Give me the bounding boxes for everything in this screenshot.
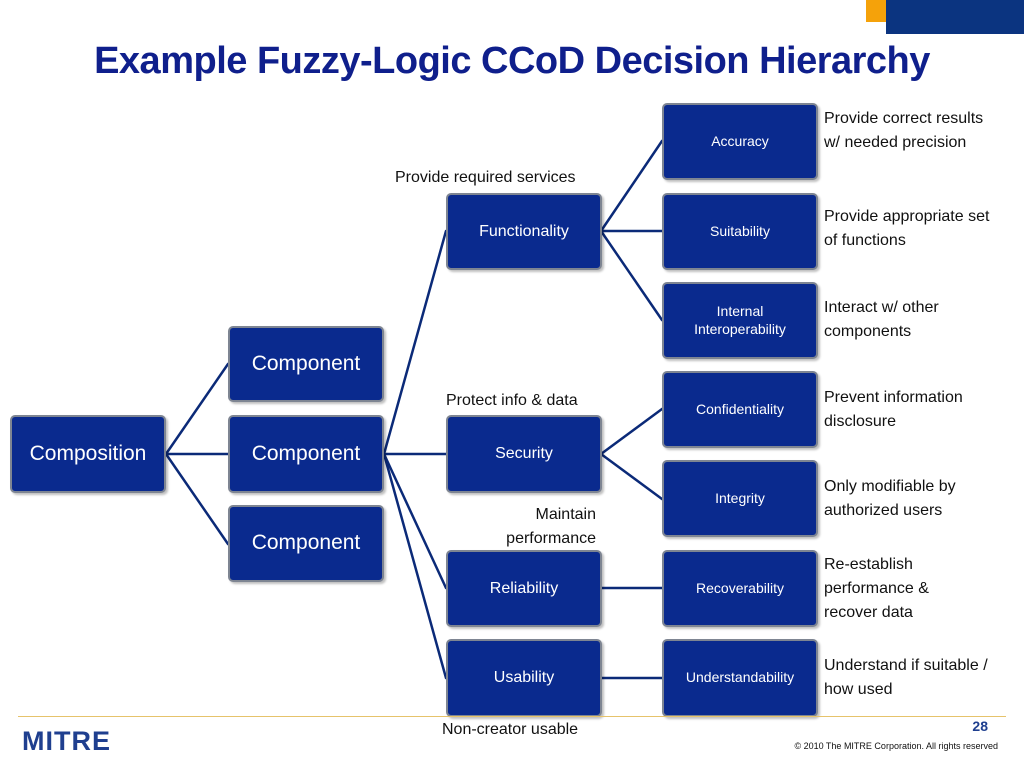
edge-security-integrity [599, 452, 664, 501]
node-label: Suitability [710, 222, 770, 239]
node-label: Component [251, 531, 361, 555]
node-component-1: Component [228, 326, 384, 402]
node-label: Component [251, 441, 361, 465]
node-label: Reliability [489, 579, 559, 597]
edge-composition-component-1 [164, 362, 230, 456]
description-suitability: Provide appropriate set of functions [824, 208, 990, 249]
corner-accent-blue [886, 0, 1024, 34]
node-label: Confidentiality [696, 400, 784, 417]
note-functionality: Provide required services [395, 169, 576, 186]
node-label: Integrity [715, 489, 765, 506]
edge-component-reliability [382, 452, 448, 590]
node-reliability: Reliability [446, 550, 602, 627]
edge-composition-component-3 [164, 452, 230, 546]
node-functionality: Functionality [446, 193, 602, 270]
edge-component-functionality [382, 229, 448, 456]
node-label: Component [251, 351, 361, 375]
node-internal-interoperability: Internal Interoperability [662, 282, 818, 359]
corner-accent-orange [866, 0, 886, 22]
description-understandability: Understand if suitable / how used [824, 657, 988, 698]
node-usability: Usability [446, 639, 602, 717]
node-label: Internal Interoperability [694, 303, 786, 337]
node-accuracy: Accuracy [662, 103, 818, 180]
node-label: Composition [29, 441, 147, 465]
note-usability: Non-creator usable [442, 721, 579, 738]
node-component-2: Component [228, 415, 384, 493]
node-composition: Composition [10, 415, 166, 493]
description-accuracy: Provide correct results w/ needed precis… [824, 110, 984, 151]
page-number: 28 [972, 718, 988, 734]
node-integrity: Integrity [662, 460, 818, 537]
node-label: Functionality [479, 222, 569, 240]
edge-functionality-accuracy [599, 139, 664, 233]
node-label: Accuracy [711, 132, 769, 149]
node-label: Usability [493, 669, 555, 686]
copyright-notice: © 2010 The MITRE Corporation. All rights… [794, 741, 998, 751]
node-confidentiality: Confidentiality [662, 371, 818, 448]
node-label: Understandability [685, 669, 795, 686]
footer-divider [18, 716, 1006, 717]
edge-component-usability [382, 452, 448, 680]
note-security: Protect info & data [446, 392, 578, 409]
node-recoverability: Recoverability [662, 550, 818, 627]
node-label: Security [495, 445, 553, 462]
node-label: Recoverability [696, 579, 784, 596]
node-suitability: Suitability [662, 193, 818, 270]
node-understandability: Understandability [662, 639, 818, 717]
node-component-3: Component [228, 505, 384, 582]
note-reliability: Maintain performance [506, 506, 596, 547]
description-integrity: Only modifiable by authorized users [824, 478, 956, 519]
edge-functionality-interoperability [599, 229, 664, 322]
edge-security-confidentiality [599, 407, 664, 456]
description-recoverability: Re-establish performance & recover data [824, 556, 929, 621]
node-security: Security [446, 415, 602, 493]
slide-title: Example Fuzzy-Logic CCoD Decision Hierar… [94, 40, 930, 82]
mitre-logo: MITRE [22, 726, 111, 756]
description-confidentiality: Prevent information disclosure [824, 389, 963, 430]
description-internal-interoperability: Interact w/ other components [824, 299, 939, 340]
